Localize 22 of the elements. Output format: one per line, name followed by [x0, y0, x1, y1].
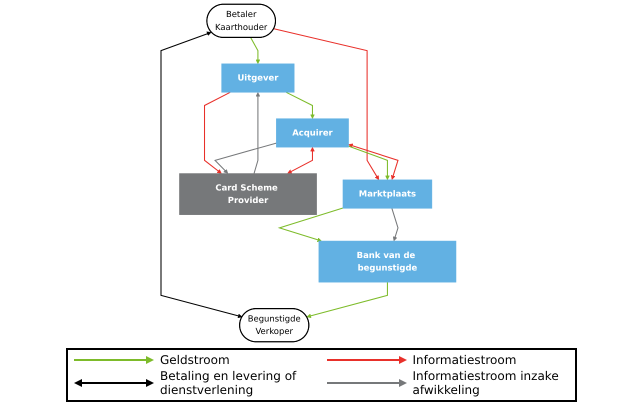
- arrow: [348, 144, 399, 180]
- arrow: [250, 37, 260, 64]
- arrow: [391, 208, 399, 242]
- node-box: Bank van de begunstigde: [318, 240, 456, 282]
- arrow: [204, 92, 230, 174]
- legend-text: Betaling en levering of dienstverlening: [160, 369, 298, 397]
- node-box: Uitgever: [221, 64, 294, 93]
- legend-text: Informatiestroom: [412, 353, 516, 367]
- arrow: [278, 208, 344, 242]
- arrow: [274, 28, 380, 180]
- arrow: [286, 92, 315, 119]
- node-box: Marktplaats: [342, 180, 432, 209]
- arrow: [287, 146, 315, 174]
- arrow: [254, 92, 260, 174]
- arrow: [306, 282, 388, 318]
- legend-text: Informatiestroom inzake afwikkeling: [412, 369, 560, 397]
- arrow: [348, 146, 390, 180]
- legend-text: Geldstroom: [160, 353, 230, 367]
- node-box: Acquirer: [276, 118, 349, 148]
- arrow: [160, 32, 242, 318]
- node-box: Card Scheme Provider: [179, 173, 317, 215]
- arrow: [214, 142, 277, 174]
